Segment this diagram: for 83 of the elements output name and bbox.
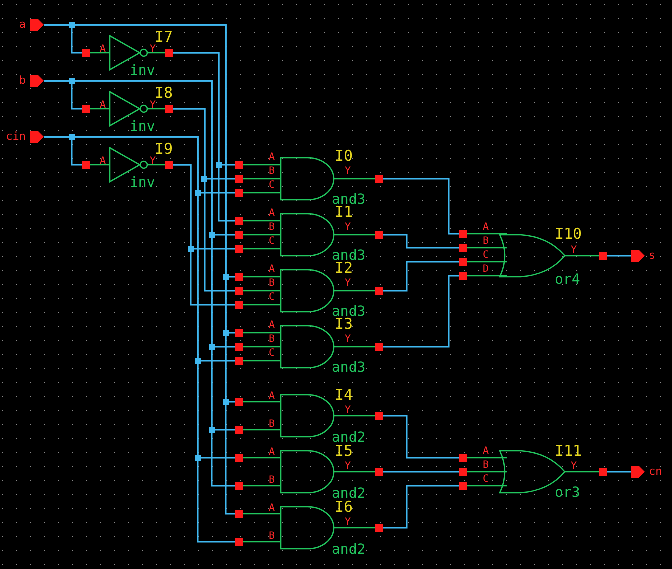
- pin-label: B: [483, 237, 490, 247]
- pin-name: s: [649, 250, 656, 261]
- instance-label: I1: [335, 205, 354, 220]
- pin-label: A: [269, 392, 276, 402]
- wire: [607, 255, 631, 257]
- cell-name-label: and3: [332, 305, 366, 319]
- pin-name: cn: [649, 466, 662, 477]
- pin-label: Y: [571, 246, 578, 256]
- cell-name-label: inv: [130, 120, 156, 134]
- pin-name: b: [19, 75, 26, 86]
- wire: [607, 471, 631, 473]
- cell-name-label: or3: [555, 486, 580, 500]
- pin-label: A: [269, 209, 276, 219]
- pin-label: Y: [345, 223, 352, 233]
- wire: [173, 108, 235, 292]
- instance-label: I9: [155, 142, 174, 157]
- pin-label: D: [483, 265, 490, 275]
- pin-label: Y: [345, 518, 352, 528]
- instance-label: I7: [155, 30, 174, 45]
- pin-label: Y: [345, 279, 352, 289]
- wire: [44, 24, 235, 515]
- pin-label: B: [269, 223, 276, 233]
- pin-label: A: [269, 153, 276, 163]
- instance-label: I11: [555, 444, 582, 459]
- cell-name-label: and3: [332, 361, 366, 375]
- instance-label: I3: [335, 317, 354, 332]
- pin-label: B: [269, 420, 276, 430]
- instance-label: I8: [155, 86, 174, 101]
- cell-name-label: and3: [332, 249, 366, 263]
- cell-name-label: and3: [332, 193, 366, 207]
- wire: [383, 178, 459, 235]
- wire: [383, 275, 459, 348]
- pin-label: C: [483, 251, 490, 261]
- pin-label: Y: [345, 167, 352, 177]
- pin-label: A: [100, 45, 106, 55]
- cell-name-label: inv: [130, 176, 156, 190]
- pin-label: C: [269, 181, 276, 191]
- cell-name-label: or4: [555, 273, 580, 287]
- instance-label: I5: [335, 444, 354, 459]
- wire: [383, 485, 459, 529]
- instance-label: I0: [335, 149, 354, 164]
- pin-label: Y: [571, 462, 578, 472]
- cell-name-label: and2: [332, 543, 366, 557]
- pin-name: cin: [6, 131, 26, 142]
- instance-label: I4: [335, 388, 354, 403]
- instance-label: I2: [335, 261, 354, 276]
- cell-name-label: and2: [332, 431, 366, 445]
- pin-label: Y: [345, 335, 352, 345]
- pin-label: Y: [345, 462, 352, 472]
- pin-label: C: [269, 237, 276, 247]
- instance-label: I6: [335, 500, 354, 515]
- pin-label: B: [269, 167, 276, 177]
- pin-label: A: [483, 447, 490, 457]
- pin-label: B: [483, 461, 490, 471]
- pin-label: Y: [150, 45, 156, 55]
- wire: [383, 415, 459, 459]
- pin-label: B: [269, 476, 276, 486]
- cell-name-label: and2: [332, 487, 366, 501]
- pin-label: Y: [150, 157, 156, 167]
- pin-label: A: [100, 157, 106, 167]
- pin-label: C: [483, 475, 490, 485]
- wire: [44, 136, 235, 543]
- wire: [173, 52, 235, 222]
- cell-name-label: inv: [130, 64, 156, 78]
- pin-label: A: [483, 223, 490, 233]
- pin-name: a: [19, 19, 26, 30]
- pin-label: A: [269, 504, 276, 514]
- pin-label: A: [269, 448, 276, 458]
- pin-label: B: [269, 335, 276, 345]
- pin-label: Y: [150, 101, 156, 111]
- wire: [383, 261, 459, 292]
- pin-label: B: [269, 532, 276, 542]
- wire: [383, 471, 459, 473]
- pin-label: C: [269, 293, 276, 303]
- pin-label: A: [269, 321, 276, 331]
- pin-label: A: [100, 101, 106, 111]
- pin-label: B: [269, 279, 276, 289]
- pin-label: A: [269, 265, 276, 275]
- wire: [383, 234, 459, 249]
- pin-label: C: [269, 349, 276, 359]
- instance-label: I10: [555, 227, 582, 242]
- wire: [173, 164, 235, 306]
- pin-label: Y: [345, 406, 352, 416]
